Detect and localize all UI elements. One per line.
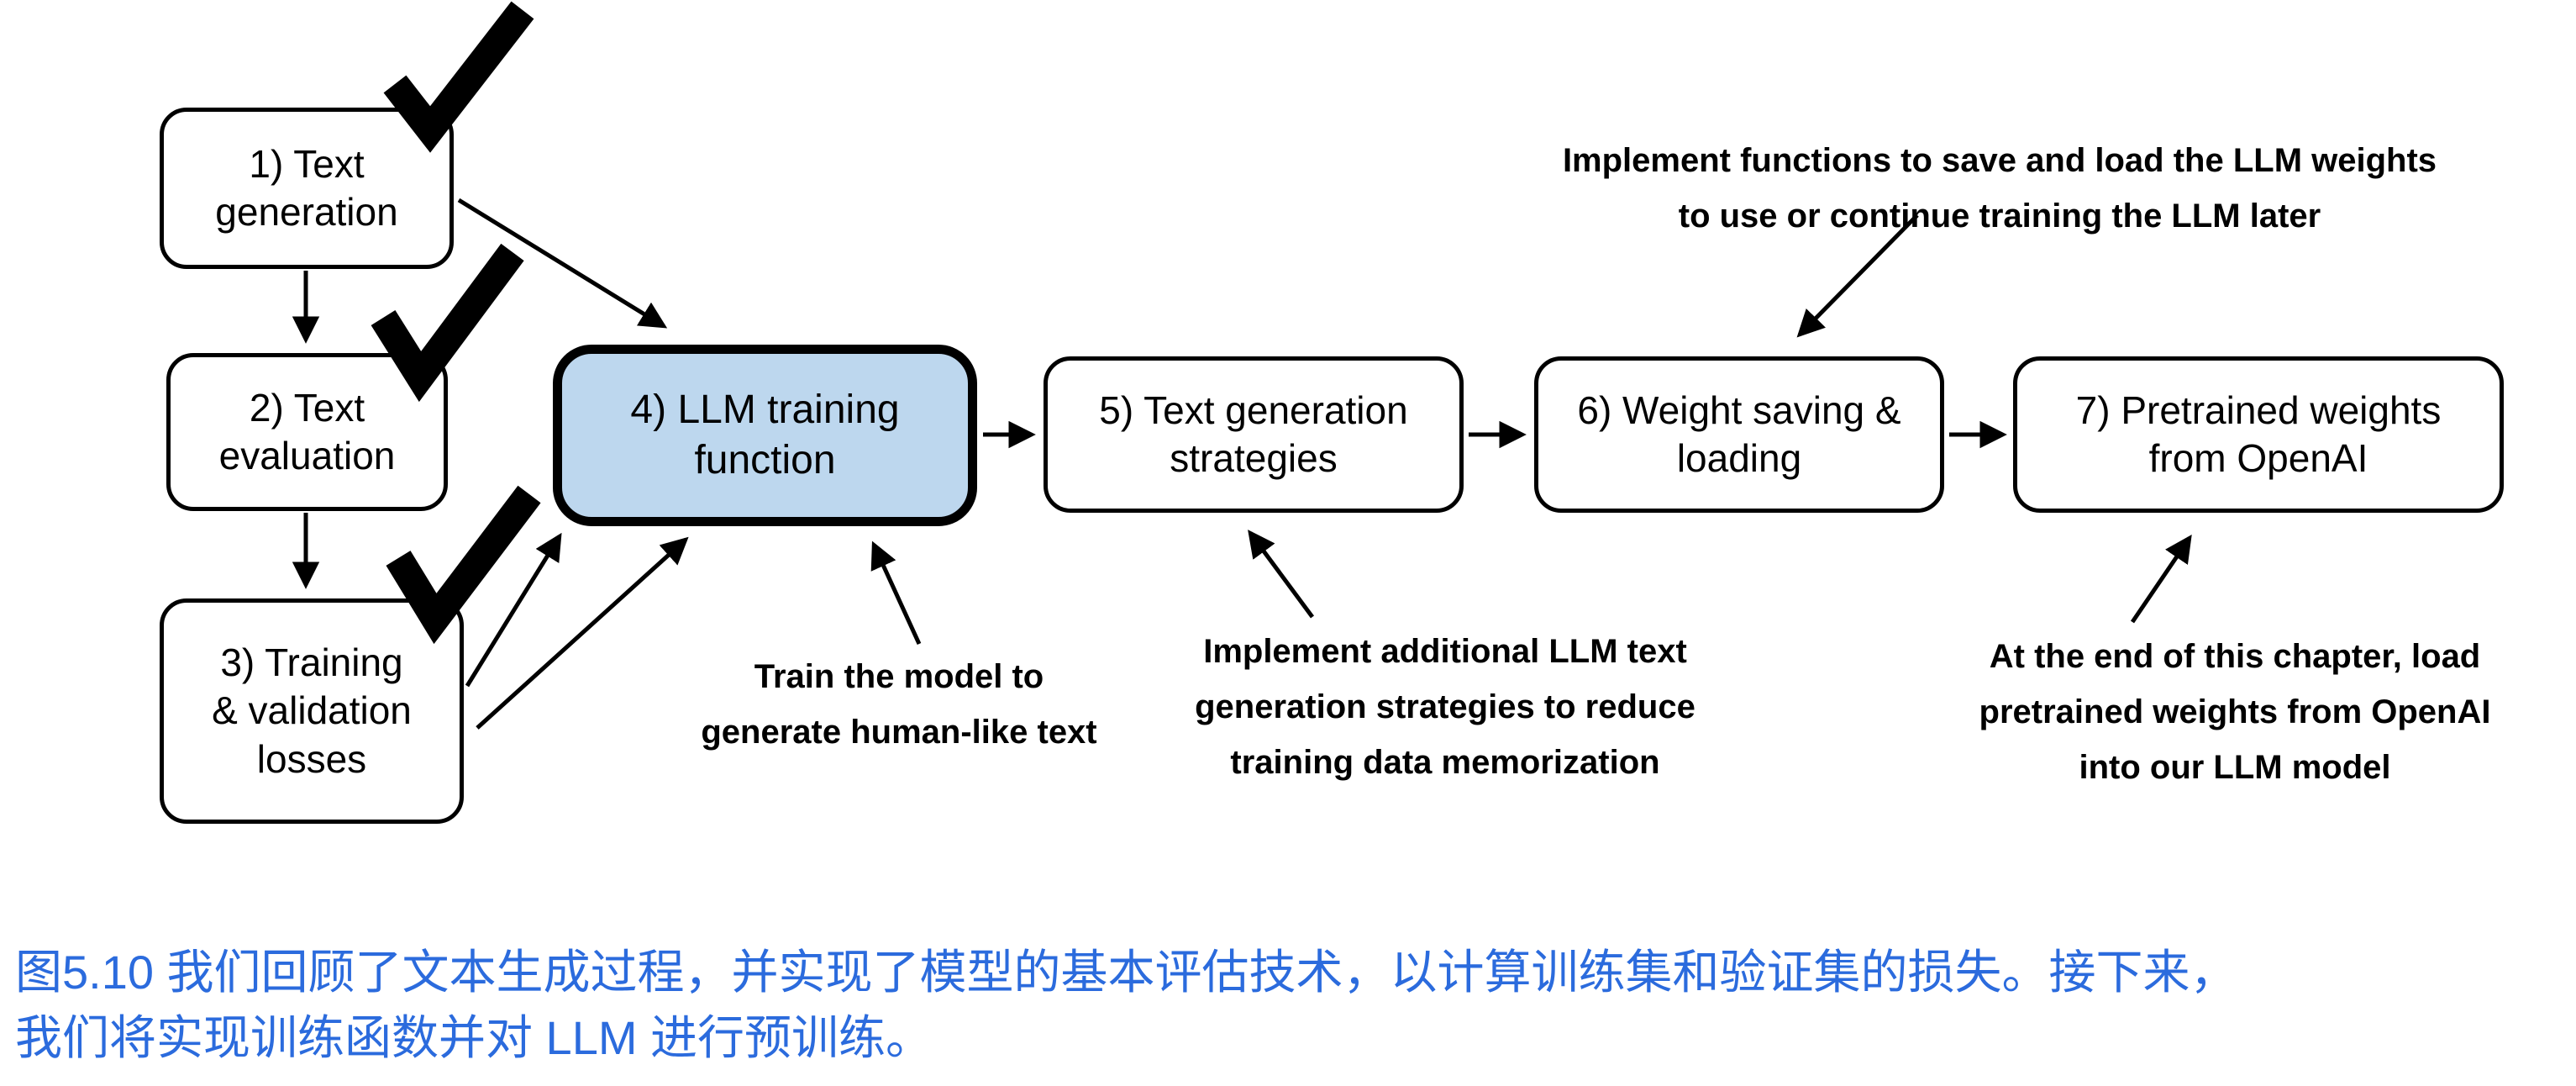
step-box-2-text-evaluation: 2) Text evaluation [166, 353, 448, 511]
step-box-3-training-validation-losses: 3) Training & validation losses [160, 598, 464, 824]
step-box-2-label: 2) Text evaluation [218, 385, 396, 478]
step-box-5-label: 5) Text generation strategies [1099, 387, 1408, 481]
step-box-6-weight-saving-loading: 6) Weight saving & loading [1534, 356, 1944, 513]
note-load-pretrained: At the end of this chapter, load pretrai… [1979, 638, 2491, 786]
step-box-7-pretrained-weights: 7) Pretrained weights from OpenAI [2013, 356, 2504, 513]
arrow-step3-step4-b [476, 536, 689, 730]
step-box-5-text-generation-strategies: 5) Text generation strategies [1044, 356, 1464, 513]
note-save-load-weights: Implement functions to save and load the… [1562, 142, 2437, 235]
step-box-1-label: 1) Text generation [215, 141, 398, 235]
arrow-note-strategies [1248, 530, 1315, 619]
figure-caption: 图5.10 我们回顾了文本生成过程，并实现了模型的基本评估技术，以计算训练集和验… [15, 946, 2237, 1065]
step-box-4-llm-training-function: 4) LLM training function [553, 345, 977, 526]
note-train-model: Train the model to generate human-like t… [701, 658, 1097, 751]
arrow-step1-step4 [457, 198, 668, 329]
step-box-1-text-generation: 1) Text generation [160, 108, 454, 269]
step-box-7-label: 7) Pretrained weights from OpenAI [2075, 387, 2442, 481]
step-box-4-label: 4) LLM training function [630, 387, 900, 482]
arrow-step3-step4-a [465, 532, 562, 688]
note-generation-strategies: Implement additional LLM text generation… [1195, 633, 1695, 781]
arrow-note-train [870, 540, 922, 646]
step-box-6-label: 6) Weight saving & loading [1577, 387, 1901, 481]
arrow-note-pretrained [2130, 534, 2192, 624]
step-box-3-label: 3) Training & validation losses [212, 640, 412, 781]
